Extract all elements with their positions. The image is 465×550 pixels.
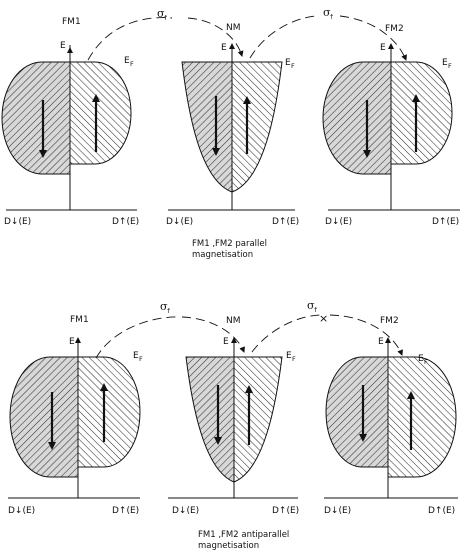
transfer-arc-fm1-to-nm-end xyxy=(187,17,244,57)
nm-spin-up-dos-label: D↑(E) xyxy=(272,217,299,227)
nm-spin-down-dos-label: D↓(E) xyxy=(172,506,199,516)
nm-energy-label: E xyxy=(223,337,229,347)
fm2-energy-label: E xyxy=(378,337,384,347)
fm1-spin-up-band xyxy=(69,61,132,165)
nm-density-of-states: NM E E F D↓(E) D↑(E) xyxy=(166,23,299,227)
nm-spin-up-band xyxy=(233,356,283,483)
svg-text:E: E xyxy=(124,56,130,66)
fm1-name: FM1 xyxy=(70,315,89,325)
svg-text:σ: σ xyxy=(157,7,165,20)
svg-text:E: E xyxy=(418,354,424,364)
fm1-density-of-states: FM1 E E F D↓(E) D↑(E) xyxy=(1,17,139,227)
svg-text:F: F xyxy=(291,62,295,70)
fm2-spin-up-band xyxy=(387,356,457,478)
fm2-spin-up-band xyxy=(390,61,453,165)
fm1-spin-down-band xyxy=(9,356,79,478)
fm1-fermi-label: E F xyxy=(133,351,143,363)
spin-up-symbol: σ ↑ xyxy=(157,7,168,22)
svg-text:F: F xyxy=(424,358,428,366)
transfer-arc-fm1-to-nm-end xyxy=(181,316,245,353)
fm1-spin-down-dos-label: D↓(E) xyxy=(8,506,35,516)
fm1-energy-label: E xyxy=(60,41,66,51)
nm-spin-down-band xyxy=(185,356,235,483)
nm-fermi-label: E F xyxy=(286,351,296,363)
fm1-spin-down-band xyxy=(1,61,71,175)
blocked-transfer-mark: × xyxy=(319,312,328,325)
caption-line-2: magnetisation xyxy=(192,250,253,260)
fm1-spin-up-dos-label: D↑(E) xyxy=(112,217,139,227)
fm1-name: FM1 xyxy=(62,17,81,27)
fm2-fermi-label: E F xyxy=(418,354,428,366)
fm1-spin-up-band xyxy=(77,356,141,468)
nm-spin-up-dos-label: D↑(E) xyxy=(272,506,299,516)
svg-text:F: F xyxy=(292,355,296,363)
svg-text:E: E xyxy=(133,351,139,361)
svg-text:E: E xyxy=(442,58,448,68)
spin-up-symbol: σ ↑ xyxy=(307,299,318,314)
fm1-spin-up-dos-label: D↑(E) xyxy=(112,506,139,516)
caption-line-1: FM1 ,FM2 parallel xyxy=(192,239,267,249)
nm-density-of-states: NM E E F D↓(E) D↑(E) xyxy=(168,316,299,516)
fm2-spin-down-dos-label: D↓(E) xyxy=(324,506,351,516)
fm2-name: FM2 xyxy=(380,316,399,326)
nm-spin-up-band xyxy=(231,61,283,193)
transfer-arc-nm-to-fm2-end xyxy=(339,15,407,61)
transfer-arc-nm-to-fm2-end xyxy=(329,314,403,356)
svg-text:σ: σ xyxy=(160,300,168,313)
svg-text:σ: σ xyxy=(323,6,331,19)
transfer-arc-nm-to-fm2 xyxy=(251,314,323,353)
fm2-spin-up-dos-label: D↑(E) xyxy=(428,506,455,516)
fm2-energy-label: E xyxy=(380,43,386,53)
svg-text:F: F xyxy=(448,62,452,70)
svg-text:σ: σ xyxy=(307,299,315,312)
svg-text:F: F xyxy=(130,60,134,68)
transfer-arc-fm1-to-nm xyxy=(87,17,173,61)
caption-line-2: magnetisation xyxy=(198,541,259,550)
transfer-arc-fm1-to-nm xyxy=(95,316,181,359)
spin-up-symbol: σ ↑ xyxy=(160,300,171,315)
nm-energy-label: E xyxy=(221,43,227,53)
fm2-spin-up-dos-label: D↑(E) xyxy=(432,217,459,227)
svg-text:↑: ↑ xyxy=(329,13,334,21)
panel-antiparallel: FM1 E E F D↓(E) D↑(E) NM E E F D↓(E) D↑( xyxy=(8,299,458,550)
fm1-energy-label: E xyxy=(69,337,75,347)
fm2-spin-down-band xyxy=(322,61,392,175)
svg-text:↑: ↑ xyxy=(163,14,168,22)
svg-text:↑: ↑ xyxy=(313,306,318,314)
fm2-spin-down-dos-label: D↓(E) xyxy=(325,217,352,227)
svg-text:F: F xyxy=(139,355,143,363)
fm1-density-of-states: FM1 E E F D↓(E) D↑(E) xyxy=(8,315,143,516)
fm2-name: FM2 xyxy=(385,24,404,34)
svg-text:E: E xyxy=(286,351,292,361)
fm2-density-of-states: FM2 E E F D↓(E) D↑(E) xyxy=(322,24,460,227)
fm1-spin-down-dos-label: D↓(E) xyxy=(4,217,31,227)
nm-name: NM xyxy=(226,316,241,326)
caption-line-1: FM1 ,FM2 antiparallel xyxy=(198,530,289,540)
fm2-density-of-states: FM2 E E F D↓(E) D↑(E) xyxy=(324,316,458,516)
fm2-fermi-label: E F xyxy=(442,58,452,70)
panel-parallel: FM1 E E F D↓(E) D↑(E) NM E E F D↓(E) D↑( xyxy=(1,6,460,260)
transfer-arc-nm-to-fm2 xyxy=(249,15,319,59)
nm-spin-down-dos-label: D↓(E) xyxy=(166,217,193,227)
nm-fermi-label: E F xyxy=(285,58,295,70)
nm-name: NM xyxy=(226,23,241,33)
fm2-spin-down-band xyxy=(325,356,389,468)
svg-text:↑: ↑ xyxy=(166,307,171,315)
fm1-fermi-label: E F xyxy=(124,56,134,68)
nm-spin-down-band xyxy=(181,61,233,193)
svg-text:E: E xyxy=(285,58,291,68)
spin-up-symbol: σ ↑ xyxy=(323,6,334,21)
